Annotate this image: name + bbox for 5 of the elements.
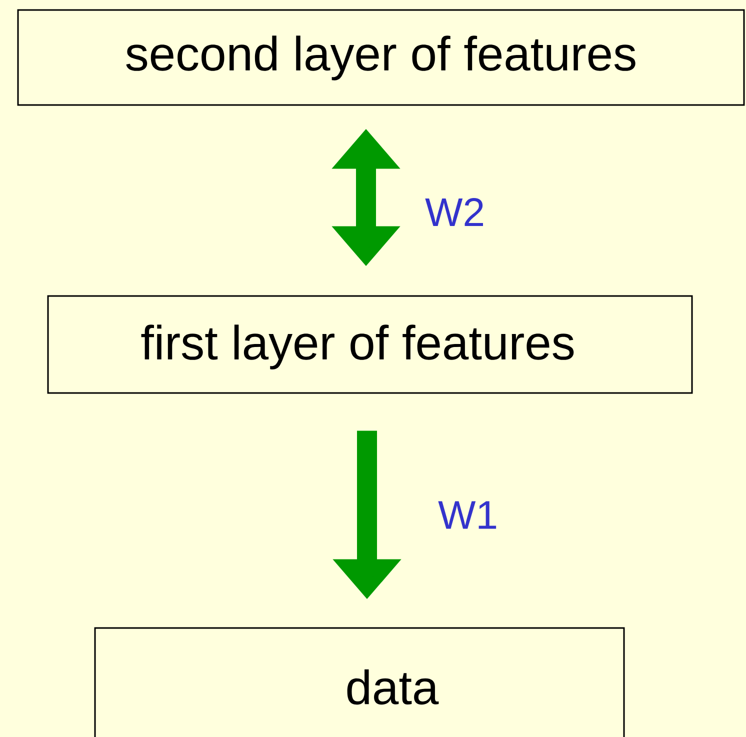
layer-box: first layer of features <box>47 295 693 394</box>
layer-box: data <box>94 627 625 737</box>
edge-label: W2 <box>425 198 483 226</box>
edge-label: W1 <box>438 501 496 529</box>
layer-box: second layer of features <box>17 9 745 106</box>
